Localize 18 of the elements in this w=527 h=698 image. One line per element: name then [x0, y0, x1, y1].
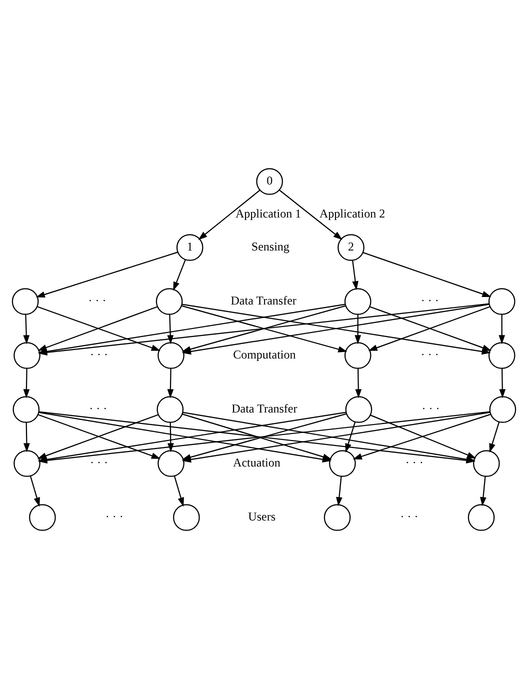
- label: Computation: [232, 347, 296, 362]
- label: Data Transfer: [231, 401, 297, 416]
- label: Sensing: [250, 239, 289, 254]
- label: Users: [248, 509, 276, 524]
- label: · · ·: [88, 401, 107, 416]
- label: Data Transfer: [230, 293, 296, 308]
- label: · · ·: [420, 347, 438, 362]
- label: · · ·: [400, 509, 418, 524]
- label: · · ·: [90, 455, 108, 470]
- edge-label: Application 2: [318, 206, 385, 220]
- label: · · ·: [90, 347, 108, 362]
- label: Actuation: [232, 455, 280, 470]
- label: · · ·: [104, 509, 123, 524]
- label: · · ·: [421, 401, 440, 416]
- label: · · ·: [404, 455, 423, 470]
- label: · · ·: [420, 293, 438, 308]
- label: · · ·: [88, 293, 106, 308]
- edge-label: Application 1: [234, 206, 301, 220]
